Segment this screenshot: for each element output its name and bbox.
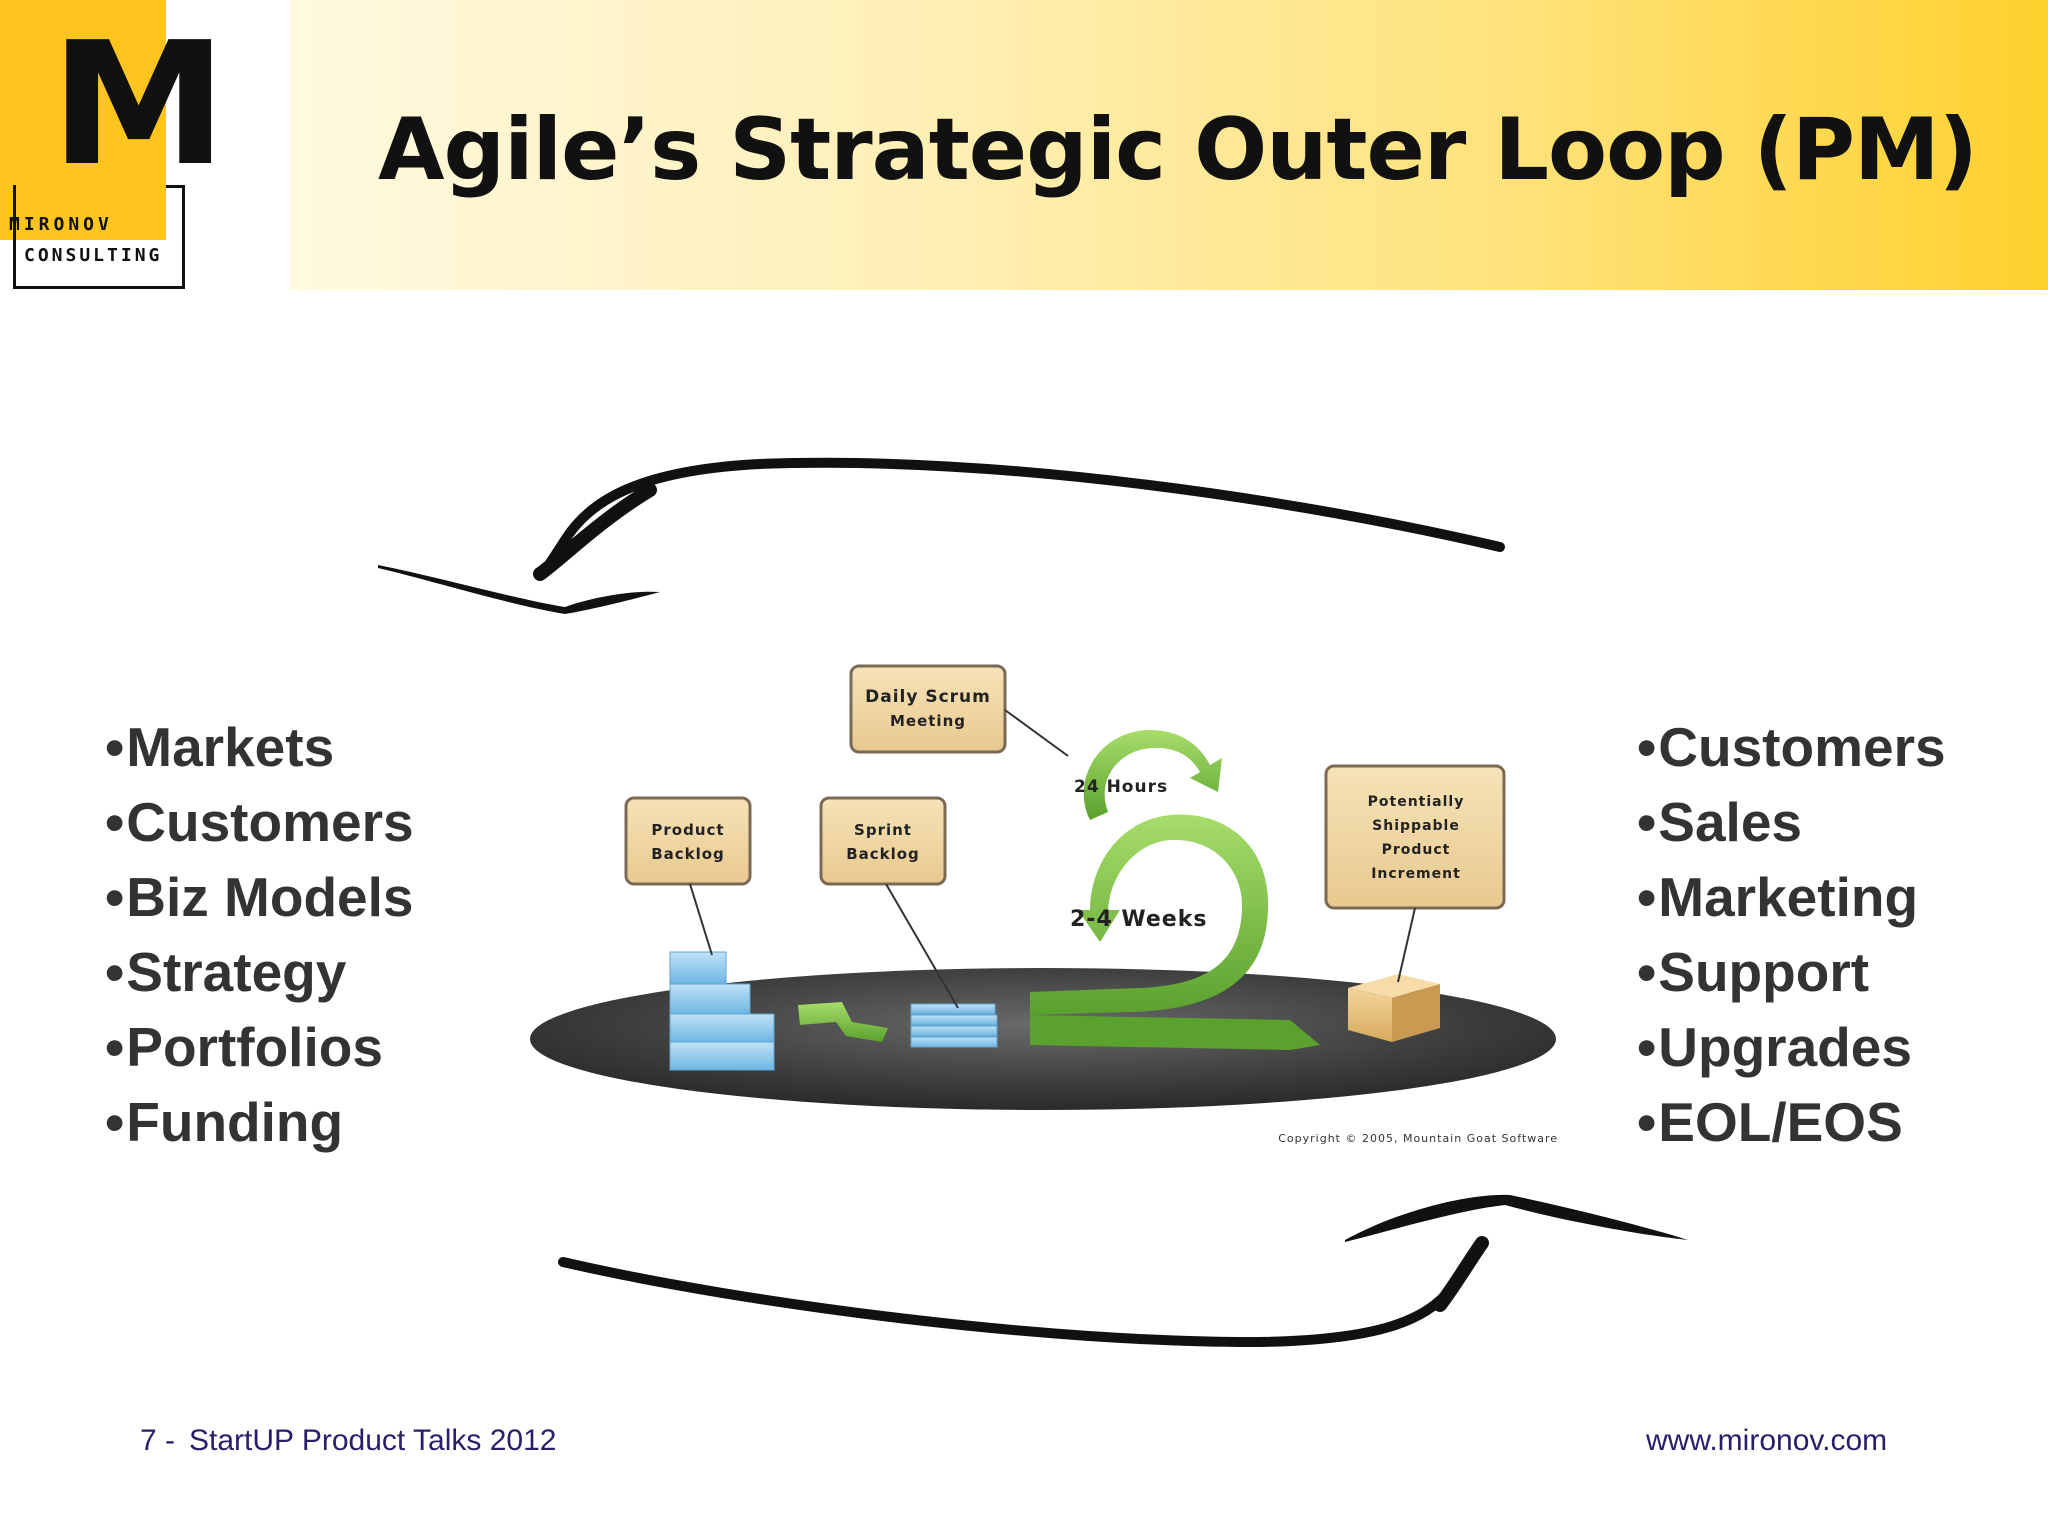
svg-text:Increment: Increment [1371,866,1461,882]
list-item: EOL/EOS [1637,1085,1946,1160]
bottom-loop-arrow [558,1238,1487,1348]
svg-text:Shippable: Shippable [1372,818,1460,834]
daily-scrum-label: Daily Scrum [865,687,991,707]
mironov-logo: M MIRONOV CONSULTING [0,0,228,300]
svg-text:Potentially: Potentially [1368,794,1465,810]
shippable-increment-box [1348,974,1440,1042]
scrum-process-diagram: Daily Scrum Meeting 24 Hours Product Bac… [530,664,1558,1145]
weeks-label: 2-4 Weeks [1070,907,1207,932]
header-band [290,0,2048,290]
top-loop-arrowhead [378,565,660,614]
sprint-backlog-stack [910,1003,998,1048]
event-name: StartUP Product Talks 2012 [189,1424,557,1457]
list-item: Upgrades [1637,1010,1946,1085]
logo-letter: M [49,6,228,204]
logo-frame [13,185,185,289]
strategic-inputs-list: Markets Customers Biz Models Strategy Po… [105,710,414,1160]
top-loop-arrow [535,457,1505,579]
increment-callout: Potentially Shippable Product Increment [1324,764,1506,983]
logo-yellow-block [0,0,166,240]
small-green-arrow [798,1002,888,1042]
list-item: Customers [1637,710,1945,785]
svg-text:Backlog: Backlog [651,845,725,863]
footer-website: www.mironov.com [1646,1424,1888,1457]
svg-text:Product: Product [1382,842,1451,858]
svg-text:Meeting: Meeting [890,712,966,730]
svg-text:Backlog: Backlog [846,845,920,863]
list-item: Sales [1637,785,1946,860]
daily-loop-arrow [1083,730,1222,820]
logo-word-mironov: MIRONOV [9,214,113,235]
footer-left: 7 - StartUP Product Talks 2012 [140,1424,570,1458]
svg-text:Product: Product [651,821,724,839]
list-item: Funding [105,1085,414,1160]
list-item: Biz Models [105,860,414,935]
market-outputs-list: Customers Sales Marketing Support Upgrad… [1637,710,1946,1160]
sprint-loop-arrow [1030,814,1269,1015]
list-item: Portfolios [105,1010,414,1085]
list-item: Support [1637,935,1946,1010]
page-number: 7 - [140,1424,176,1457]
hours-label: 24 Hours [1074,777,1168,797]
svg-text:Sprint: Sprint [854,821,912,839]
copyright-notice: Copyright © 2005, Mountain Goat Software [1278,1132,1558,1145]
list-item: Marketing [1637,860,1946,935]
list-item: Markets [105,710,414,785]
logo-word-consulting: CONSULTING [24,245,163,266]
bottom-loop-arrowhead [1345,1194,1688,1242]
sprint-backlog-callout: Sprint Backlog [819,796,959,1009]
list-item: Strategy [105,935,414,1010]
daily-scrum-callout: Daily Scrum Meeting [849,664,1069,757]
product-backlog-callout: Product Backlog [624,796,752,956]
product-backlog-stack [669,951,775,1071]
slide-title: Agile’s Strategic Outer Loop (PM) [378,100,1978,200]
list-item: Customers [105,785,413,860]
